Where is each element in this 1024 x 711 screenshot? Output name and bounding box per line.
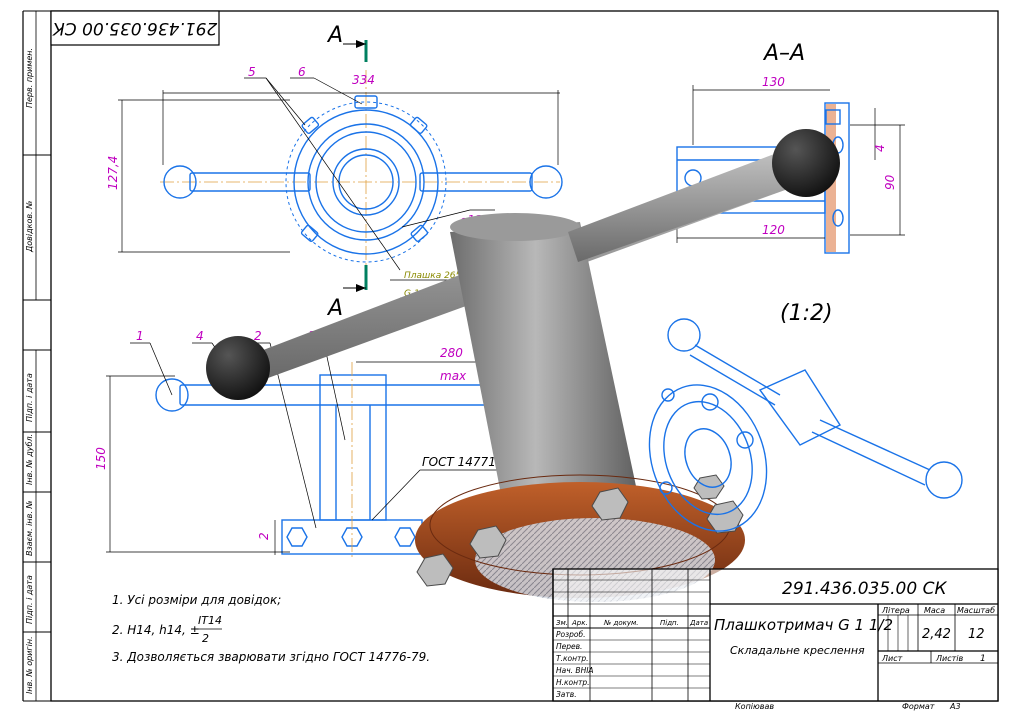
section-title: A–A [762, 41, 805, 66]
title-rows: Розроб. Перев. Т.контр. Нач. ВНІА Н.конт… [556, 630, 594, 699]
sidebar-label-4: Взаєм. інв. № [25, 500, 34, 556]
section-marks [343, 40, 368, 292]
section-dimensions [676, 85, 905, 243]
iso-view [648, 318, 963, 532]
col-hdr-3: Підп. [660, 619, 679, 627]
leader-2: 2 [254, 329, 262, 343]
title-col-headers: Зм. Арк. № докум. Підп. Дата [556, 619, 708, 627]
dim-280: 280 [440, 346, 463, 360]
masshtab-value: 12 [968, 627, 985, 642]
tolerance-den: 2 [202, 632, 209, 645]
dim-2: 2 [257, 532, 271, 540]
footer-copied: Копіював [735, 702, 774, 711]
leader-6: 6 [298, 65, 306, 79]
footer-format-label: Формат [902, 702, 935, 711]
top-view [160, 70, 563, 282]
drawing-frame [22, 10, 999, 702]
col-hdr-1: Арк. [571, 619, 588, 627]
leader-4: 4 [196, 329, 204, 343]
tolerance-num: IT14 [198, 614, 222, 627]
dim-120: 120 [762, 223, 785, 237]
sidebar-label-5: Підп. і дата [25, 575, 34, 624]
sidebar-label-0: Перв. примен. [25, 48, 34, 108]
top-stamp-text: 291.436.035.00 СК [52, 18, 217, 38]
leaders-top [244, 77, 401, 271]
masa-value: 2,42 [922, 627, 951, 642]
title-doc-number: 291.436.035.00 СК [782, 579, 947, 599]
col-hdr-2: № докум. [603, 619, 639, 627]
sidebar-label-1: Довідков. № [25, 201, 34, 253]
hdr-masa: Маса [924, 606, 945, 615]
leader-1a: 1 [136, 329, 144, 343]
section-letter-top: A [326, 23, 343, 48]
leader-5: 5 [248, 65, 256, 79]
sidebar-labels: Перв. примен. Довідков. № Підп. і дата І… [25, 48, 34, 694]
dim-130: 130 [762, 75, 785, 89]
col-hdr-4: Дата [689, 619, 708, 627]
row-label-1: Перев. [556, 642, 582, 651]
row-label-3: Нач. ВНІА [556, 666, 594, 675]
col-hdr-0: Зм. [556, 619, 568, 627]
hdr-masshtab: Масштаб [957, 606, 995, 615]
row-label-2: Т.контр. [556, 654, 589, 663]
dim-max: max [440, 369, 467, 383]
top-view-dimensions [118, 90, 560, 253]
arkushiv-value: 1 [980, 654, 986, 664]
row-label-5: Затв. [556, 690, 577, 699]
dim-127: 127,4 [106, 156, 120, 190]
scale-label: (1:2) [780, 301, 833, 326]
tech-note-3: 3. Дозволяється зварювати згідно ГОСТ 14… [112, 650, 430, 664]
sidebar-label-3: Інв. № дубл. [25, 434, 34, 485]
footer-format-value: А3 [949, 702, 961, 711]
sidebar-label-2: Підп. і дата [25, 373, 34, 422]
dim-90: 90 [883, 174, 897, 190]
dim-150: 150 [94, 447, 108, 470]
title-subtitle: Складальне креслення [730, 644, 865, 657]
sidebar-label-6: Інв. № оригін. [25, 636, 34, 694]
dim-334: 334 [352, 73, 375, 87]
dim-4: 4 [873, 144, 887, 152]
arkushiv-label: Листів [935, 654, 963, 663]
row-label-4: Н.контр. [556, 678, 590, 687]
hdr-litera: Літера [881, 606, 910, 615]
tech-note-2: 2. Н14, h14, ± [112, 623, 200, 637]
top-stamp: 291.436.035.00 СК [50, 10, 220, 46]
tech-note-1: 1. Усі розміри для довідок; [112, 593, 281, 607]
render-3d [206, 129, 840, 602]
title-block [552, 568, 999, 702]
title-name: Плашкотримач G 1 1/2 [714, 616, 893, 634]
arkush-label: Лист [881, 654, 903, 663]
row-label-0: Розроб. [556, 630, 585, 639]
section-letter-bottom: A [326, 296, 343, 321]
